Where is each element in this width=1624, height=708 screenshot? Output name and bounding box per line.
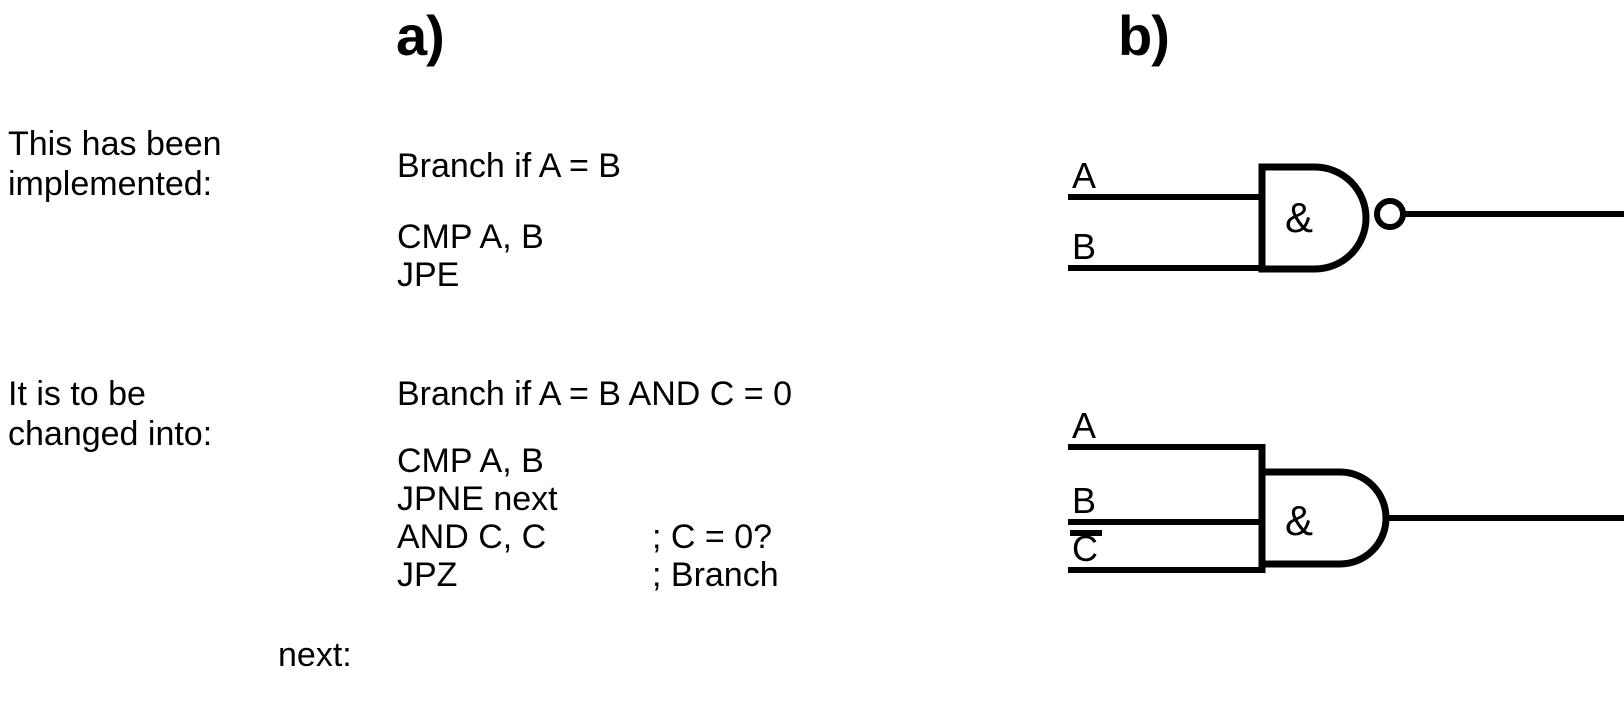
- code-line: JPZ ; Branch: [397, 556, 779, 594]
- code-op: JPZ: [397, 556, 458, 595]
- input-label-b: B: [1072, 480, 1096, 521]
- code-line: CMP A, B: [397, 442, 779, 480]
- input-label-b: B: [1072, 226, 1096, 267]
- code-op: CMP A, B: [397, 442, 544, 480]
- code-op: CMP A, B: [397, 218, 544, 256]
- code-comment: ; Branch: [652, 556, 779, 595]
- gate-body: [1258, 163, 1370, 273]
- code-block-1-listing: CMP A, B JPE: [397, 218, 652, 294]
- input-label-a: A: [1072, 405, 1096, 446]
- code-line: JPE: [397, 256, 652, 294]
- code-block-2-jump-label: next:: [278, 636, 352, 674]
- code-line: JPNE next: [397, 480, 779, 518]
- nand-gate-diagram: & A B: [1068, 155, 1624, 273]
- code-comment: ; C = 0?: [652, 518, 773, 557]
- and-symbol: &: [1285, 194, 1313, 241]
- and-symbol: &: [1285, 497, 1313, 544]
- caption-implemented: This has been implemented:: [8, 125, 222, 204]
- code-op: JPE: [397, 256, 460, 295]
- code-block-2-heading: Branch if A = B AND C = 0: [397, 375, 792, 413]
- caption-changed-into: It is to be changed into:: [8, 375, 213, 454]
- input-label-a: A: [1072, 155, 1096, 196]
- code-op: AND C, C: [397, 518, 547, 557]
- code-block-2-listing: CMP A, B JPNE next AND C, C ; C = 0? JPZ…: [397, 442, 779, 594]
- code-line: AND C, C ; C = 0?: [397, 518, 779, 556]
- panel-label-a: a): [396, 4, 445, 67]
- inversion-bubble-icon: [1374, 198, 1406, 230]
- code-block-1-heading: Branch if A = B: [397, 147, 621, 185]
- gate-body: [1258, 468, 1390, 568]
- panel-label-b: b): [1118, 4, 1170, 67]
- and-gate-diagram: & A B C: [1068, 405, 1624, 573]
- code-op: JPNE next: [397, 480, 558, 519]
- code-line: CMP A, B: [397, 218, 652, 256]
